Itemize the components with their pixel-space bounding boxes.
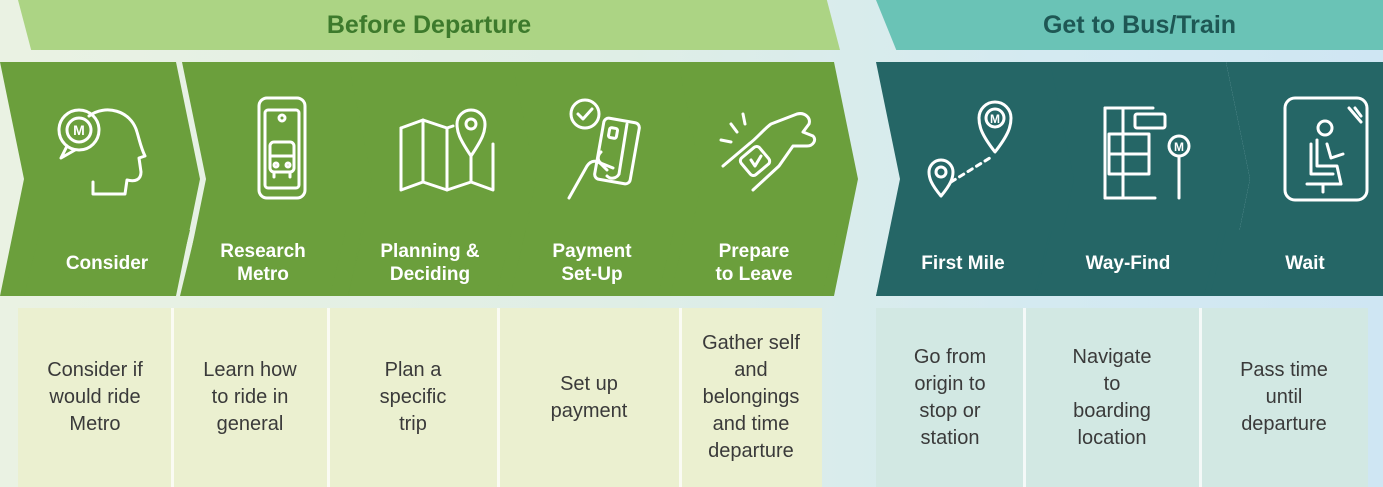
step-description-text: Learn how to ride in general — [203, 359, 297, 435]
step-label-research-metro: Research Metro — [180, 230, 346, 296]
step-description-text: Navigate to boarding location — [1072, 345, 1152, 449]
step-label-text: Consider — [65, 252, 149, 274]
step-description-text: Gather self and belongings and time depa… — [702, 332, 800, 462]
step-description-text: Set up payment — [550, 372, 628, 422]
map-pin-icon — [393, 94, 503, 204]
step-description-text: Plan a specific trip — [379, 359, 447, 435]
step-description-payment-setup: Set up payment — [498, 308, 680, 487]
column-divider — [1199, 308, 1202, 487]
step-label-first-mile: First Mile — [876, 230, 1050, 296]
svg-text:M: M — [990, 112, 1000, 126]
step-label-text: Way-Find — [1085, 252, 1171, 274]
step-label-planning-deciding: Planning & Deciding — [348, 230, 512, 296]
step-label-wait: Wait — [1210, 230, 1383, 296]
step-description-way-find: Navigate to boarding location — [1024, 308, 1200, 487]
step-description-text: Pass time until departure — [1240, 359, 1328, 435]
step-label-way-find: Way-Find — [1036, 230, 1220, 296]
head-metro-speech-icon: M — [45, 94, 155, 204]
station-sign-icon: M — [1095, 94, 1205, 204]
column-divider — [497, 308, 500, 487]
wrist-watch-icon — [713, 94, 823, 204]
step-description-prepare-to-leave: Gather self and belongings and time depa… — [680, 308, 822, 487]
seated-person-icon — [1271, 94, 1381, 204]
phone-bus-icon — [227, 94, 337, 204]
route-pins-icon: M — [921, 94, 1031, 204]
step-label-text: Wait — [1285, 252, 1325, 274]
step-description-first-mile: Go from origin to stop or station — [876, 308, 1024, 487]
step-label-payment-setup: Payment Set-Up — [510, 230, 674, 296]
step-label-text: Planning & Deciding — [380, 241, 480, 285]
column-divider — [679, 308, 682, 487]
step-description-wait: Pass time until departure — [1200, 308, 1368, 487]
step-description-text: Go from origin to stop or station — [913, 345, 987, 449]
step-label-text: Prepare to Leave — [715, 241, 793, 285]
phase-title: Before Departure — [326, 10, 532, 39]
phase-banner-before-departure: Before Departure — [18, 0, 840, 50]
svg-text:M: M — [1174, 140, 1184, 154]
step-description-text: Consider if would ride Metro — [47, 359, 143, 435]
step-label-prepare-to-leave: Prepare to Leave — [670, 230, 838, 296]
step-description-planning-deciding: Plan a specific trip — [328, 308, 498, 487]
step-description-consider: Consider if would ride Metro — [18, 308, 172, 487]
phase-banner-get-to-bus-train: Get to Bus/Train — [876, 0, 1383, 50]
step-description-research-metro: Learn how to ride in general — [172, 308, 328, 487]
step-label-text: First Mile — [921, 252, 1005, 274]
step-label-consider: Consider — [24, 230, 190, 296]
step-label-text: Research Metro — [220, 241, 306, 285]
hand-card-icon — [557, 94, 667, 204]
column-divider — [327, 308, 330, 487]
column-divider — [1023, 308, 1026, 487]
phase-title: Get to Bus/Train — [1042, 10, 1237, 39]
column-divider — [171, 308, 174, 487]
step-label-text: Payment Set-Up — [552, 241, 632, 285]
svg-text:M: M — [73, 122, 85, 138]
